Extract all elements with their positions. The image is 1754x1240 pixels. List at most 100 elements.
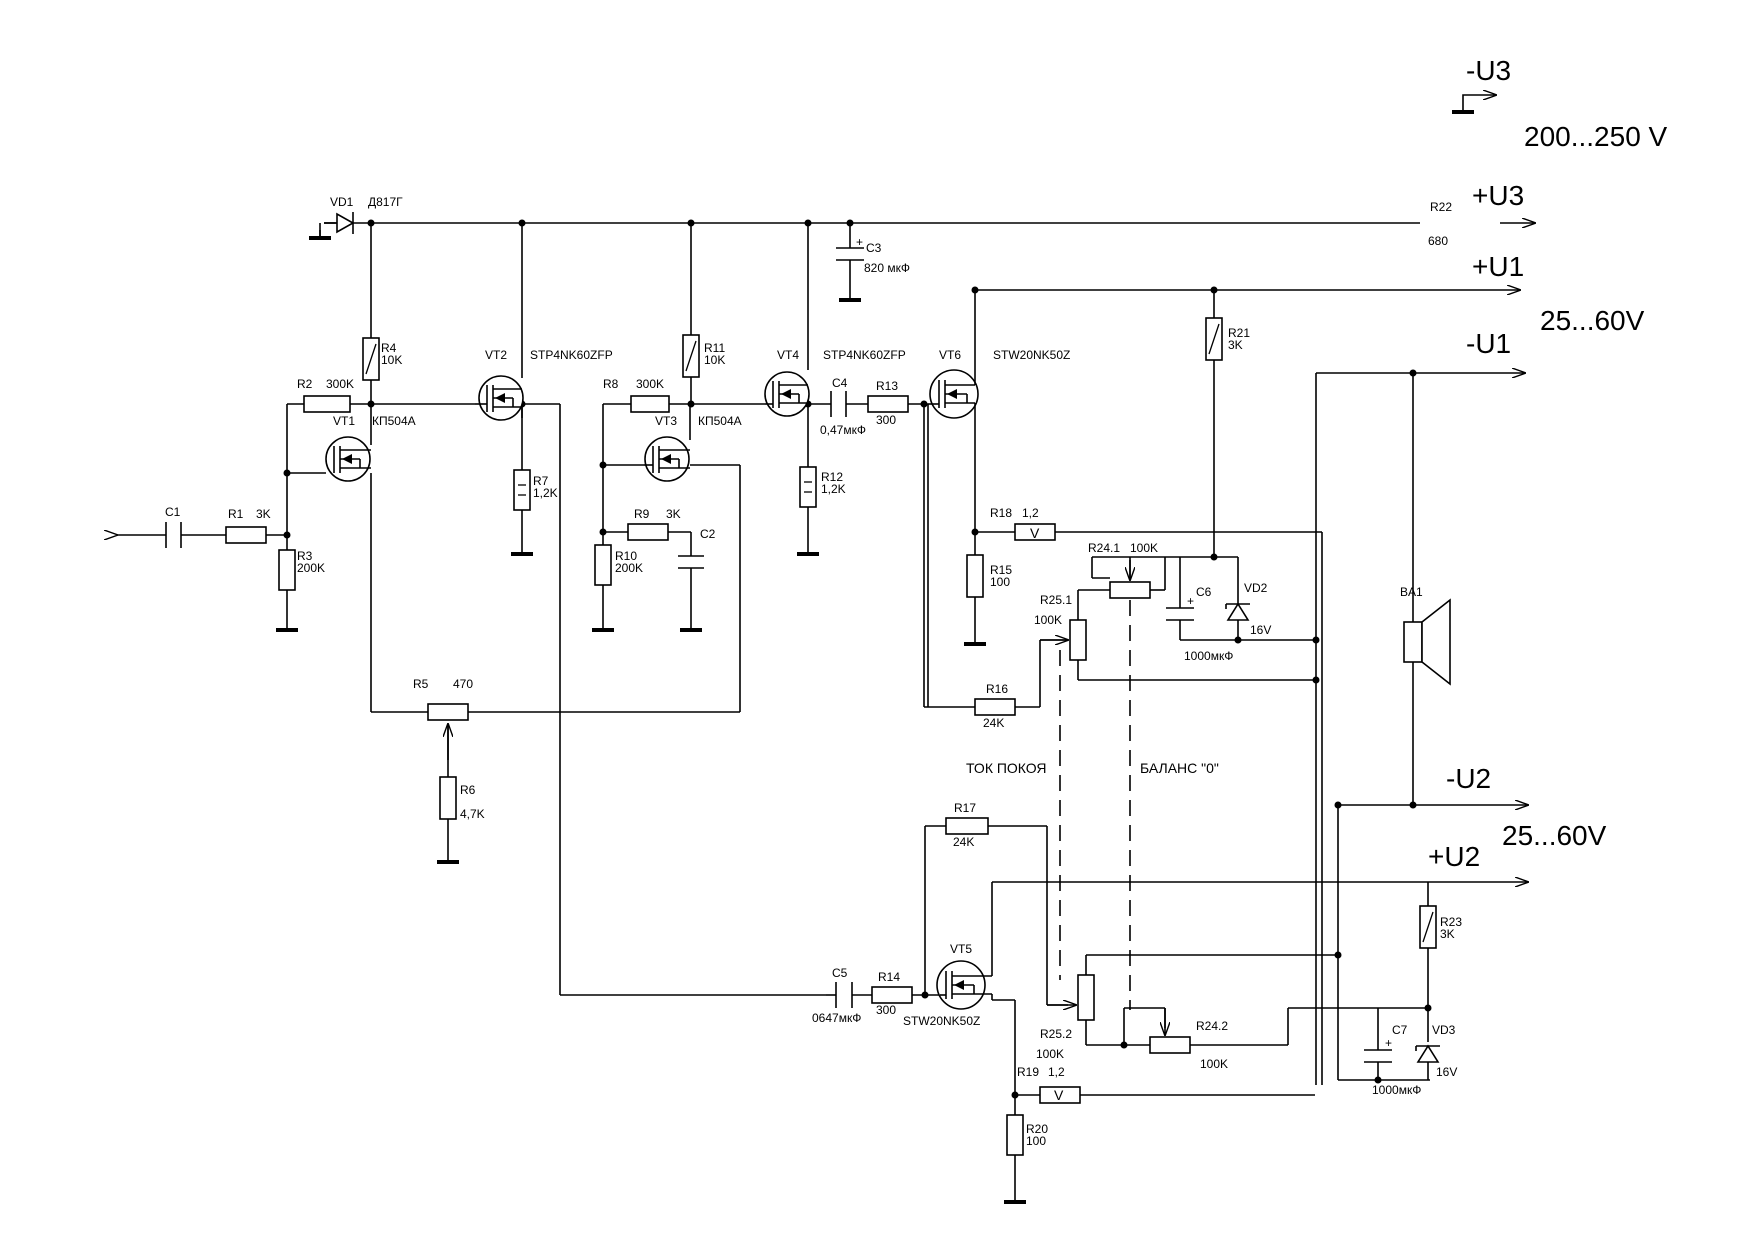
- label-r22-value: 680: [1428, 234, 1448, 248]
- capacitor-c7: [1364, 1049, 1392, 1063]
- label-r10-value: 200K: [615, 561, 643, 575]
- label-r9-value: 3K: [666, 507, 681, 521]
- label-r16-ref: R16: [986, 682, 1008, 696]
- label-vd3-value: 16V: [1436, 1065, 1457, 1079]
- label-r18-ref: R18: [990, 506, 1012, 520]
- label-r17-value: 24K: [953, 835, 974, 849]
- label-r12-value: 1,2K: [821, 482, 846, 496]
- rail-labels: -U3 200...250 V +U3 +U1 25...60V -U1 -U2…: [1428, 55, 1668, 872]
- label-vt2-ref: VT2: [485, 348, 507, 362]
- junction-dots: [283, 219, 1432, 1099]
- rail-minus-u2: -U2: [1446, 763, 1491, 794]
- label-vt6-ref: VT6: [939, 348, 961, 362]
- zener-vd1: [319, 212, 355, 238]
- label-c4-ref: C4: [832, 376, 848, 390]
- label-r8-value: 300K: [636, 377, 664, 391]
- annotations: ТОК ПОКОЯ БАЛАНС "0": [966, 760, 1219, 776]
- label-r18-value: 1,2: [1022, 506, 1039, 520]
- svg-text:+: +: [1385, 1036, 1392, 1050]
- label-r19-v: V: [1054, 1087, 1064, 1103]
- label-r23-ref: R23: [1440, 915, 1462, 929]
- diodes: [319, 212, 1440, 1063]
- label-vt4-value: STP4NK60ZFP: [823, 348, 906, 362]
- resistor-r20: [1006, 1114, 1024, 1156]
- label-r25-2-ref: R25.2: [1040, 1027, 1072, 1041]
- mosfet-vt5: [936, 955, 993, 1010]
- label-r23-value: 3K: [1440, 927, 1455, 941]
- label-vt3-ref: VT3: [655, 414, 677, 428]
- label-r25-1-ref: R25.1: [1040, 593, 1072, 607]
- label-c3-value: 820 мкФ: [864, 261, 910, 275]
- label-r25-2-value: 100K: [1036, 1047, 1064, 1061]
- label-r24-2-value: 100K: [1200, 1057, 1228, 1071]
- label-r20-ref: R20: [1026, 1122, 1048, 1136]
- resistor-r5: [427, 703, 469, 721]
- capacitor-c3: [836, 247, 864, 261]
- label-c3-ref: C3: [866, 241, 882, 255]
- label-r5-value: 470: [453, 677, 473, 691]
- resistor-r9: [627, 523, 669, 541]
- label-r14-value: 300: [876, 1003, 896, 1017]
- label-r13-value: 300: [876, 413, 896, 427]
- resistor-r24-1: [1109, 581, 1151, 599]
- label-vt3-value: КП504А: [698, 414, 742, 428]
- label-r1-ref: R1: [228, 507, 244, 521]
- label-vt5-ref: VT5: [950, 942, 972, 956]
- speaker-ba1: [1403, 598, 1451, 686]
- label-vd1-ref: VD1: [330, 195, 354, 209]
- resistor-r12: [799, 466, 817, 508]
- transistors: [325, 369, 993, 1010]
- rail-plus-u2: +U2: [1428, 841, 1480, 872]
- label-c6-ref: C6: [1196, 585, 1212, 599]
- label-c7-value: 1000мкФ: [1372, 1083, 1421, 1097]
- capacitors: [165, 247, 1392, 1063]
- mosfet-vt3: [644, 436, 690, 482]
- label-vd3-ref: VD3: [1432, 1023, 1456, 1037]
- resistor-r8: [630, 395, 670, 413]
- resistor-r17: [945, 817, 989, 835]
- label-vt1-value: КП504А: [372, 414, 416, 428]
- label-r24-2-ref: R24.2: [1196, 1019, 1228, 1033]
- annotation-zero-balance: БАЛАНС "0": [1140, 760, 1219, 776]
- label-r11-ref: R11: [704, 341, 725, 355]
- zener-vd3: [1415, 1044, 1440, 1063]
- label-vd2-value: 16V: [1250, 623, 1271, 637]
- label-r24-1-value: 100K: [1130, 541, 1158, 555]
- rail-minus-u1: -U1: [1466, 328, 1511, 359]
- label-c1-ref: C1: [165, 505, 181, 519]
- resistor-r1: [225, 526, 267, 544]
- label-r4-ref: R4: [381, 341, 397, 355]
- label-r1-value: 3K: [256, 507, 271, 521]
- label-vd1-value: Д817Г: [368, 195, 403, 209]
- resistor-r6: [439, 776, 457, 820]
- resistor-r13: [867, 395, 909, 413]
- label-vd2-ref: VD2: [1244, 581, 1268, 595]
- label-r5-ref: R5: [413, 677, 429, 691]
- label-r2-value: 300K: [326, 377, 354, 391]
- label-r12-ref: R12: [821, 470, 843, 484]
- resistor-r19: [1039, 1086, 1081, 1104]
- label-r19-ref: R19: [1017, 1065, 1039, 1079]
- annotation-quiescent-current: ТОК ПОКОЯ: [966, 760, 1047, 776]
- resistor-r25-1: [1069, 619, 1087, 661]
- label-vt6-value: STW20NK50Z: [993, 348, 1070, 362]
- ground-symbols: [276, 110, 1474, 1204]
- label-r15-ref: R15: [990, 563, 1012, 577]
- label-c5-ref: C5: [832, 966, 848, 980]
- rail-plus-u3: +U3: [1472, 180, 1524, 211]
- label-c2-ref: C2: [700, 527, 716, 541]
- capacitor-c1: [165, 522, 182, 548]
- label-c7-ref: C7: [1392, 1023, 1408, 1037]
- label-r22-ref: R22: [1430, 200, 1452, 214]
- rail-u1-range: 25...60V: [1540, 305, 1645, 336]
- label-r14-ref: R14: [878, 970, 900, 984]
- label-r9-ref: R9: [634, 507, 650, 521]
- label-r13-ref: R13: [876, 379, 898, 393]
- label-r11-value: 10K: [704, 353, 725, 367]
- mosfet-vt2: [475, 375, 524, 421]
- label-ba1-ref: BA1: [1400, 585, 1423, 599]
- capacitor-c5: [835, 982, 853, 1008]
- label-c6-value: 1000мкФ: [1184, 649, 1233, 663]
- component-labels: VD1 Д817Г C1 R1 3K R2 300K R3 200K R4 10…: [165, 195, 1462, 1148]
